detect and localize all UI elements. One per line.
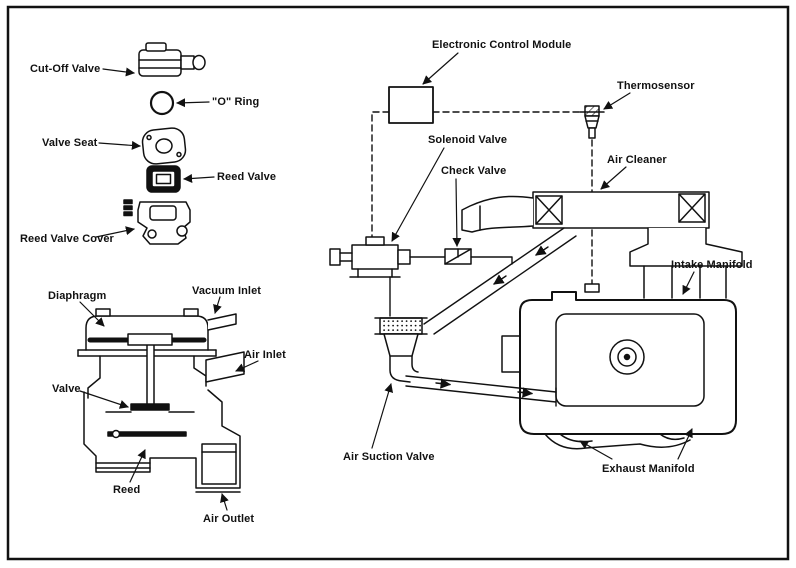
label-thermosensor: Thermosensor (617, 80, 695, 92)
label-valve: Valve (52, 383, 81, 395)
label-valve-seat: Valve Seat (42, 137, 98, 149)
label-solenoid-valve: Solenoid Valve (428, 134, 508, 146)
air-suction-valve-section-drawing (77, 308, 245, 493)
label-air-outlet: Air Outlet (203, 513, 255, 525)
valve-seat-drawing (141, 127, 187, 165)
label-exhaust-manifold: Exhaust Manifold (602, 463, 695, 475)
label-air-inlet: Air Inlet (244, 349, 286, 361)
label-vacuum-inlet: Vacuum Inlet (192, 285, 262, 297)
cut-off-valve-drawing (138, 42, 206, 77)
engine-block-drawing (501, 283, 737, 435)
label-electronic-control-module: Electronic Control Module (432, 39, 572, 51)
air-cleaner-drawing (461, 191, 710, 233)
air-pipe-diagonal (423, 227, 577, 335)
label-cut-off-valve: Cut-Off Valve (30, 63, 101, 75)
ecm-box (388, 86, 434, 124)
thermosensor-symbol (579, 105, 605, 139)
label-air-suction-valve: Air Suction Valve (343, 451, 435, 463)
air-suction-valve-schematic-drawing (374, 317, 428, 383)
label-o-ring: "O" Ring (212, 96, 260, 108)
label-air-cleaner: Air Cleaner (607, 154, 667, 166)
reed-valve-cover-drawing (123, 199, 191, 245)
label-reed-valve-cover: Reed Valve Cover (20, 233, 114, 245)
label-diaphragm: Diaphragm (48, 290, 107, 302)
air-pipe-outlet (405, 375, 557, 407)
o-ring-drawing (149, 90, 175, 116)
figure-border (6, 5, 790, 561)
intake-manifold-drawing (629, 227, 743, 299)
label-check-valve: Check Valve (441, 165, 507, 177)
label-intake-manifold: Intake Manifold (671, 259, 753, 271)
label-reed: Reed (113, 484, 141, 496)
check-valve-drawing (409, 248, 513, 265)
leader-arrows (79, 52, 695, 511)
exhaust-manifold-drawing (544, 433, 691, 450)
label-reed-valve: Reed Valve (217, 171, 277, 183)
reed-valve-drawing (146, 165, 181, 193)
solenoid-valve-drawing (329, 236, 411, 278)
